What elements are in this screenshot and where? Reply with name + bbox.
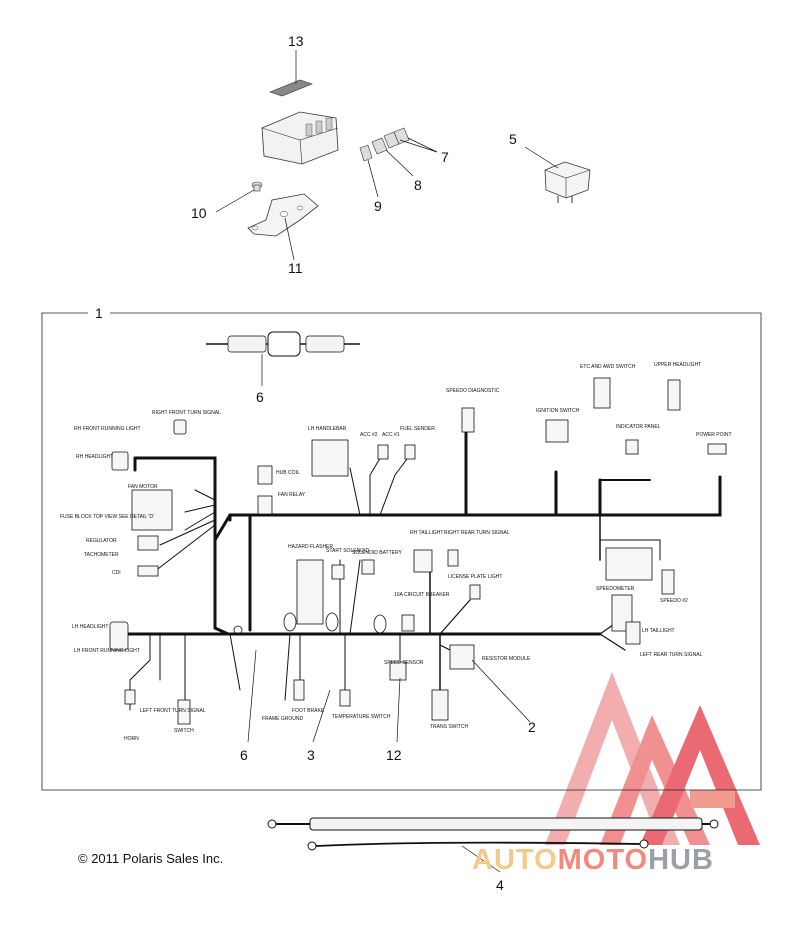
sub-harness-6 (206, 331, 360, 386)
callout-2: 2 (528, 719, 536, 735)
label-etc-awd-switch: ETC AND AWD SWITCH (580, 364, 636, 370)
label-hazard-flasher: HAZARD FLASHER (288, 544, 333, 550)
label-foot-brake: FOOT BRAKE (292, 708, 325, 714)
callout-9: 9 (374, 198, 382, 214)
label-tachometer: TACHOMETER (84, 552, 119, 558)
callout-4: 4 (496, 877, 504, 893)
label-acc1: ACC #1 (382, 432, 400, 438)
grommets (233, 612, 387, 635)
label-lh-taillight: LH TAILLIGHT (642, 628, 675, 634)
fuse-box-cover-part (261, 50, 339, 165)
label-upper-headlight: UPPER HEADLIGHT (654, 362, 701, 368)
label-circuit-breaker: 10A CIRCUIT BREAKER (394, 592, 450, 598)
copyright-notice: © 2011 Polaris Sales Inc. (78, 851, 224, 866)
lower-leaders (247, 649, 531, 873)
watermark-text: AUTOMOTOHUB (472, 844, 714, 877)
label-rh-front-running-light: RH FRONT RUNNING LIGHT (74, 426, 141, 432)
callout-6-bottom: 6 (240, 747, 248, 763)
label-power-point: POWER POINT (696, 432, 732, 438)
label-ignition-switch: IGNITION SWITCH (536, 408, 580, 414)
label-indicator-panel: INDICATOR PANEL (616, 424, 661, 430)
fuses-part (359, 127, 438, 198)
callout-5: 5 (509, 131, 517, 147)
label-left-front-turn-signal: LEFT FRONT TURN SIGNAL (140, 708, 206, 714)
watermark-auto: AUTO (472, 844, 558, 876)
label-fan-motor: FAN MOTOR (128, 484, 158, 490)
label-cdi: CDI (112, 570, 121, 576)
label-left-rear-turn-signal: LEFT REAR TURN SIGNAL (640, 652, 703, 658)
label-right-rear-turn-signal: RIGHT REAR TURN SIGNAL (444, 530, 510, 536)
label-lh-headlight: LH HEADLIGHT (72, 624, 108, 630)
callout-6-top: 6 (256, 389, 264, 405)
label-fan-relay: FAN RELAY (278, 492, 306, 498)
harness-wires (118, 430, 722, 711)
label-horn: HORN (124, 736, 139, 742)
watermark-hub: HUB (648, 844, 714, 876)
component-labels: RH FRONT RUNNING LIGHT RH HEADLIGHT RIGH… (60, 362, 732, 742)
label-license-plate-light: LICENSE PLATE LIGHT (448, 574, 502, 580)
callout-13: 13 (288, 33, 304, 49)
label-speed-sensor: SPEED SENSOR (384, 660, 424, 666)
callout-8: 8 (414, 177, 422, 193)
bracket-part (215, 181, 319, 261)
connectors (109, 377, 727, 725)
label-hub-coil: HUB COIL (276, 470, 300, 476)
callout-10: 10 (191, 205, 207, 221)
label-solenoid-battery: SOLENOID BATTERY (352, 550, 402, 556)
relay-part (524, 146, 591, 203)
label-start-solenoid: START SOLENOID (326, 548, 369, 554)
label-resistor-module: RESISTOR MODULE (482, 656, 531, 662)
callout-3: 3 (307, 747, 315, 763)
label-lh-handlebar: LH HANDLEBAR (308, 426, 347, 432)
label-switch: SWITCH (174, 728, 194, 734)
watermark-moto: MOTO (557, 844, 649, 876)
callout-12: 12 (386, 747, 402, 763)
automotohub-logo (545, 672, 760, 845)
label-fuel-sender: FUEL SENDER (400, 426, 435, 432)
label-frame-ground: FRAME GROUND (262, 716, 304, 722)
label-rh-taillight: RH TAILLIGHT (410, 530, 443, 536)
harness-frame (41, 312, 762, 791)
label-fuse-block: FUSE BLOCK TOP VIEW SEE DETAIL 'D' (60, 514, 154, 520)
label-speedo-diagnostic: SPEEDO DIAGNOSTIC (446, 388, 500, 394)
callout-7: 7 (441, 149, 449, 165)
label-regulator: REGULATOR (86, 538, 117, 544)
label-right-front-turn-signal: RIGHT FRONT TURN SIGNAL (152, 410, 221, 416)
label-speedo2: SPEEDO #2 (660, 598, 688, 604)
callout-11: 11 (288, 260, 303, 276)
label-rh-headlight: RH HEADLIGHT (76, 454, 113, 460)
label-lh-front-running-light: LH FRONT RUNNING LIGHT (74, 648, 140, 654)
battery-cables (267, 817, 719, 851)
label-speedometer: SPEEDOMETER (596, 586, 635, 592)
callout-1: 1 (95, 305, 103, 321)
label-temperature-switch: TEMPERATURE SWITCH (332, 714, 391, 720)
label-trans-switch: TRANS SWITCH (430, 724, 468, 730)
label-acc2: ACC #2 (360, 432, 378, 438)
